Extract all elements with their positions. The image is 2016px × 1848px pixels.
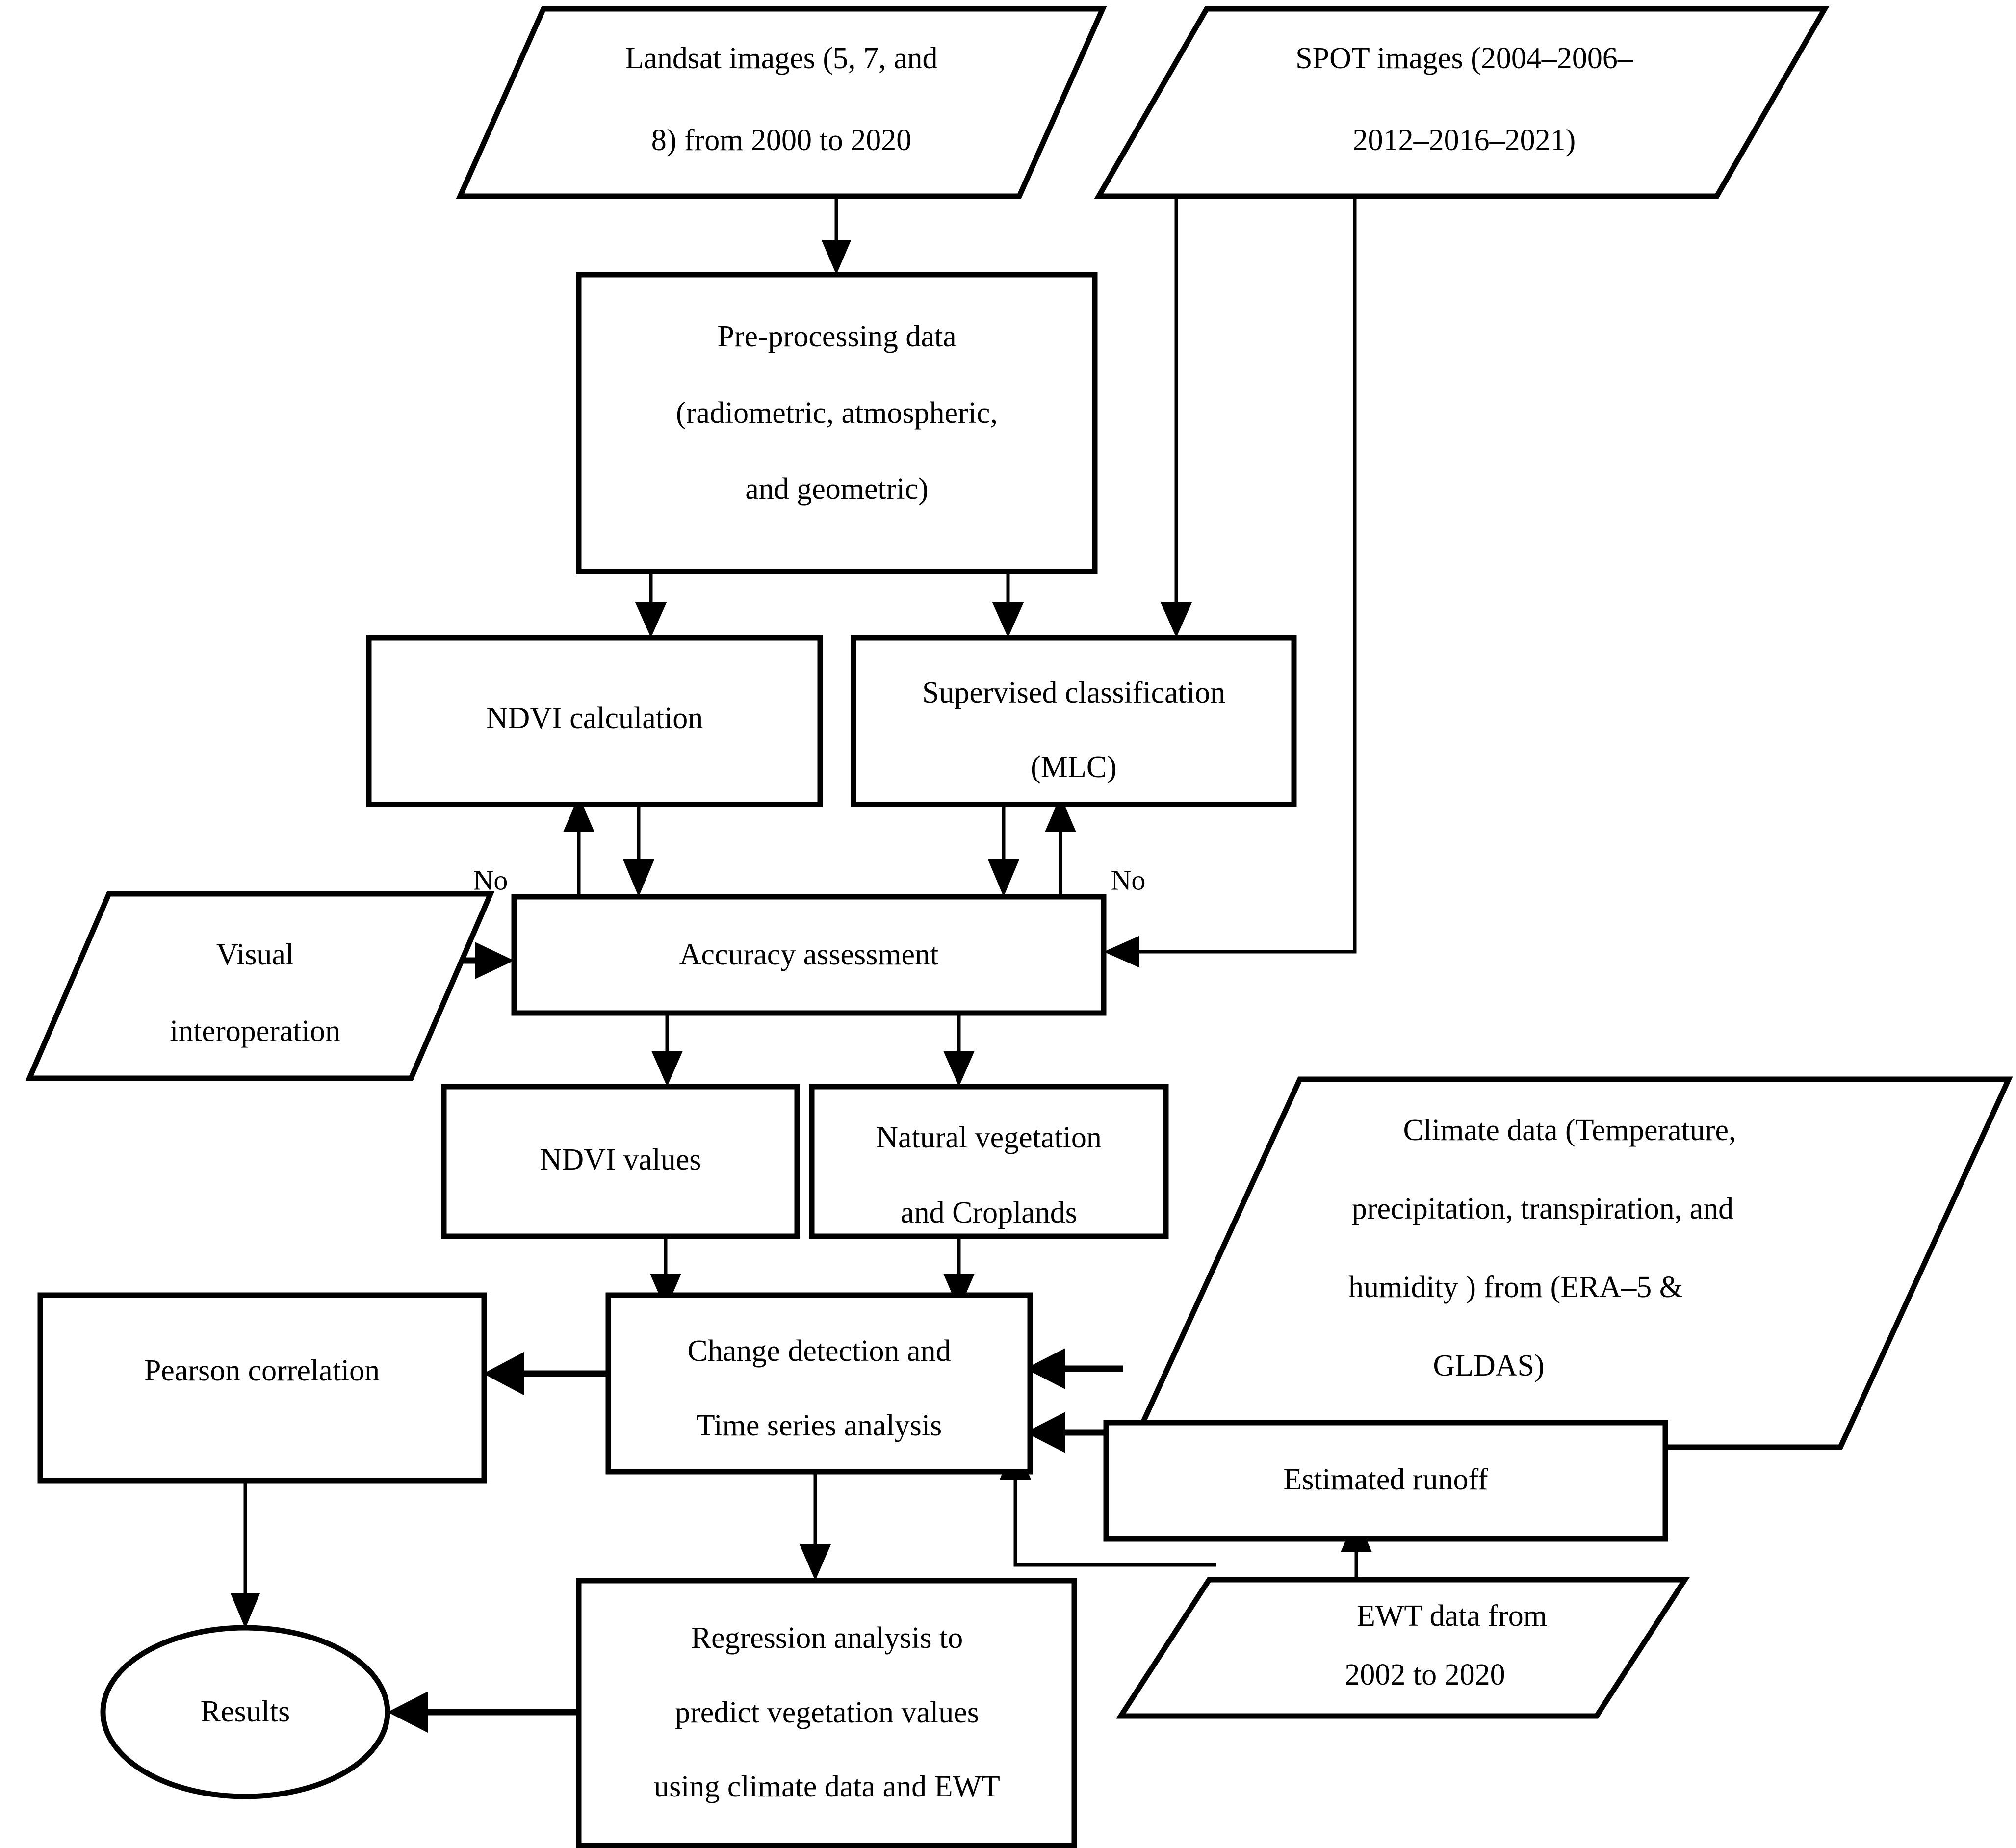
node-landsat-label-line2: 8) from 2000 to 2020 xyxy=(651,124,911,157)
node-change-detection[interactable]: Change detection and Time series analysi… xyxy=(605,1292,1033,1475)
node-accuracy-assessment[interactable]: Accuracy assessment xyxy=(511,894,1107,1016)
edge-accuracy-to-natural-vegetation xyxy=(943,1013,975,1087)
node-ewt-data-label-line1: EWT data from xyxy=(1357,1599,1547,1633)
node-climate-data[interactable]: Climate data (Temperature, precipitation… xyxy=(1127,1076,2013,1450)
node-change-detection-label-line2: Time series analysis xyxy=(697,1409,942,1442)
edge-preprocessing-to-supervised xyxy=(992,572,1024,638)
edge-supervised-to-accuracy xyxy=(988,805,1019,897)
node-ndvi-values[interactable]: NDVI values xyxy=(441,1084,800,1239)
node-pearson-correlation-label: Pearson correlation xyxy=(144,1354,380,1387)
node-climate-data-label-line2: precipitation, transpiration, and xyxy=(1352,1192,1733,1225)
node-ewt-data-label-line2: 2002 to 2020 xyxy=(1344,1658,1505,1692)
node-visual-interoperation[interactable]: Visual interoperation xyxy=(25,891,495,1081)
node-preprocessing-label-line2: (radiometric, atmospheric, xyxy=(676,396,998,430)
node-regression-analysis-label-line1: Regression analysis to xyxy=(691,1621,963,1655)
edge-label-no-right: No xyxy=(1111,864,1146,896)
node-preprocessing[interactable]: Pre-processing data (radiometric, atmosp… xyxy=(576,272,1098,574)
node-supervised-classification-label-line2: (MLC) xyxy=(1031,751,1117,784)
edge-regression-to-results xyxy=(388,1692,578,1733)
node-climate-data-label-line3: humidity ) from (ERA–5 & xyxy=(1348,1271,1683,1304)
node-landsat-label-line1: Landsat images (5, 7, and xyxy=(625,42,937,75)
edge-label-no-left: No xyxy=(473,864,508,896)
node-spot-label-line1: SPOT images (2004–2006– xyxy=(1295,42,1633,75)
node-supervised-classification[interactable]: Supervised classification (MLC) xyxy=(851,635,1297,807)
node-supervised-classification-label-line1: Supervised classification xyxy=(922,676,1225,709)
node-preprocessing-label-line3: and geometric) xyxy=(745,472,929,506)
edge-pearson-to-results xyxy=(231,1482,260,1629)
node-climate-data-label-line4: GLDAS) xyxy=(1433,1349,1544,1382)
node-spot-images[interactable]: SPOT images (2004–2006– 2012–2016–2021) xyxy=(1094,6,1830,199)
edge-change-detection-to-pearson xyxy=(483,1352,607,1395)
edge-preprocessing-to-ndvi-calc xyxy=(635,572,667,638)
edge-accuracy-to-supervised-no xyxy=(1045,796,1076,897)
node-natural-vegetation-label-line1: Natural vegetation xyxy=(876,1121,1102,1154)
node-results-label: Results xyxy=(201,1695,290,1728)
node-estimated-runoff-label: Estimated runoff xyxy=(1283,1463,1488,1496)
edge-accuracy-to-ndvi-values xyxy=(651,1013,683,1087)
edge-ndvi-calc-to-accuracy xyxy=(623,805,654,897)
node-results[interactable]: Results xyxy=(100,1625,390,1799)
node-ndvi-calculation-label: NDVI calculation xyxy=(486,702,703,735)
node-regression-analysis-label-line2: predict vegetation values xyxy=(675,1696,979,1729)
node-pearson-correlation[interactable]: Pearson correlation xyxy=(37,1292,487,1484)
node-landsat-images[interactable]: Landsat images (5, 7, and 8) from 2000 t… xyxy=(456,6,1107,199)
node-ewt-data[interactable]: EWT data from 2002 to 2020 xyxy=(1115,1577,1690,1719)
node-natural-vegetation[interactable]: Natural vegetation and Croplands xyxy=(809,1084,1169,1239)
node-preprocessing-label-line1: Pre-processing data xyxy=(717,320,956,353)
edge-accuracy-to-ndvi-calc-no xyxy=(563,796,594,897)
node-visual-interoperation-label-line2: interoperation xyxy=(170,1015,340,1048)
node-spot-label-line2: 2012–2016–2021) xyxy=(1353,124,1576,157)
node-change-detection-label-line1: Change detection and xyxy=(687,1334,951,1368)
node-visual-interoperation-label-line1: Visual xyxy=(216,938,294,971)
edge-landsat-to-preprocessing xyxy=(822,196,851,275)
edge-ndvi-values-to-change-detection xyxy=(650,1236,681,1310)
node-regression-analysis-label-line3: using climate data and EWT xyxy=(654,1770,1000,1803)
edge-change-detection-to-regression xyxy=(800,1472,831,1581)
node-natural-vegetation-label-line2: and Croplands xyxy=(901,1196,1077,1229)
edge-spot-to-supervised xyxy=(1161,196,1192,638)
edge-estimated-runoff-to-change-detection xyxy=(1025,1412,1113,1453)
node-climate-data-label-line1: Climate data (Temperature, xyxy=(1403,1114,1736,1147)
edge-climate-to-change-detection xyxy=(1025,1348,1123,1389)
node-accuracy-assessment-label: Accuracy assessment xyxy=(679,938,939,971)
node-regression-analysis[interactable]: Regression analysis to predict vegetatio… xyxy=(576,1578,1077,1848)
edge-natural-vegetation-to-change-detection xyxy=(943,1236,975,1310)
node-estimated-runoff[interactable]: Estimated runoff xyxy=(1103,1420,1668,1542)
node-ndvi-calculation[interactable]: NDVI calculation xyxy=(366,635,823,807)
node-ndvi-values-label: NDVI values xyxy=(540,1143,701,1176)
edge-spot-to-accuracy xyxy=(1104,196,1357,967)
